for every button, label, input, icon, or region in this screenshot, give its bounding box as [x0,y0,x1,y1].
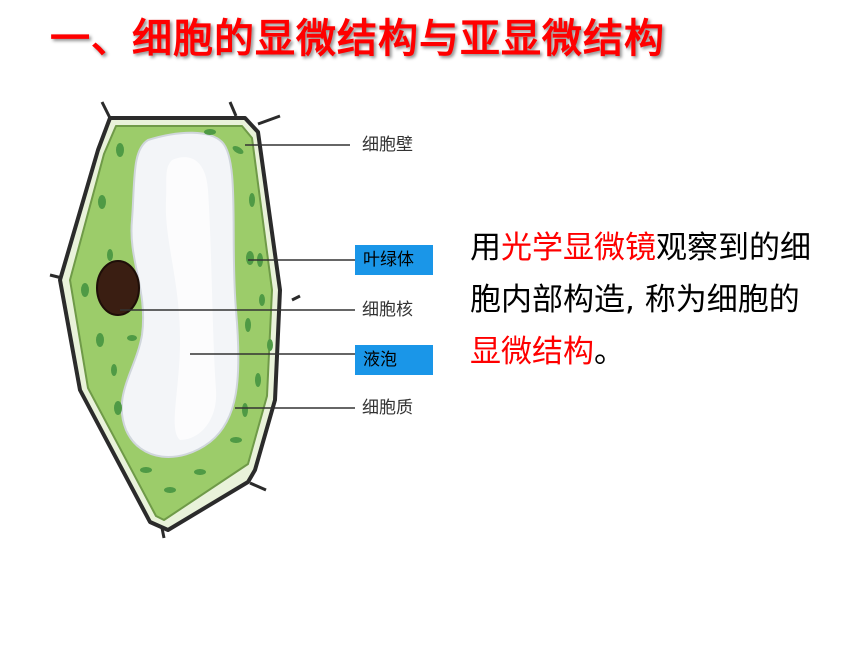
description-part-5: 。 [594,334,625,370]
label-vacuole: 液泡 [355,345,433,375]
label-cytoplasm: 细胞质 [362,398,413,418]
chloroplasts [81,129,273,493]
slide-title: 一、细胞的显微结构与亚显微结构 [50,16,665,62]
description-text: 用光学显微镜观察到的细胞内部构造, 称为细胞的显微结构。 [470,222,830,378]
leader-lines [120,144,355,409]
description-part-1: 用 [470,230,501,266]
highlight-microscopic-structure: 显微结构 [470,334,594,370]
plant-cell-diagram: 细胞壁 叶绿体 细胞核 液泡 细胞质 [40,90,460,540]
nucleus [96,260,140,316]
label-nucleus: 细胞核 [362,300,413,320]
highlight-optical-microscope: 光学显微镜 [501,230,656,266]
label-chloroplast: 叶绿体 [355,245,433,275]
description-part-3: 观察到的细胞内部构造, 称为细胞的 [470,230,811,318]
plant-cell-illustration [49,101,355,539]
label-cell-wall: 细胞壁 [362,135,413,155]
